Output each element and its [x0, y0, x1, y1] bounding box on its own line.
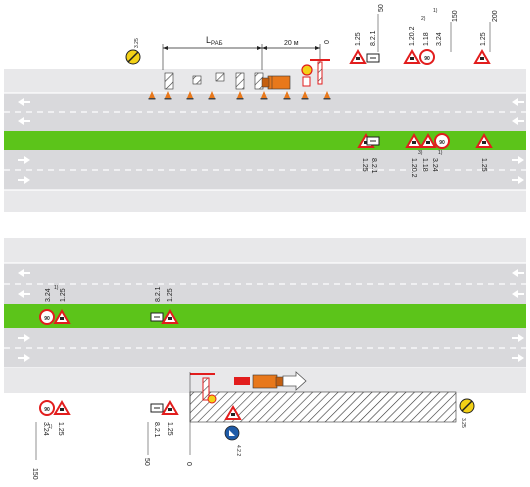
warning-board-icon	[302, 76, 311, 87]
top-lane-arrows	[18, 98, 524, 184]
arrow-left-icon	[512, 98, 524, 106]
footnote-label: 3)	[418, 150, 423, 156]
sign-label: 3.24	[431, 158, 438, 172]
arrow-left-icon	[18, 290, 30, 298]
sign-label: 1.20.2	[409, 26, 416, 46]
arrow-left-icon	[512, 269, 524, 277]
bottom-signs-median: 90 3.24 1.25 8.2.1 1.25 1)	[39, 285, 178, 325]
footnote-label: 1)	[433, 8, 438, 14]
end-barrier-icon	[202, 377, 210, 401]
sign-label: 1.18	[421, 158, 428, 172]
sign-label: 1.25	[480, 32, 487, 46]
arrow-left-icon	[18, 269, 30, 277]
dimension-20m-label: 20 м	[284, 40, 299, 47]
sign-3-25-top: 3.25	[125, 38, 141, 65]
warning-sign-icon	[54, 401, 70, 415]
arrow-right-icon	[18, 156, 30, 164]
distance-plate-icon	[150, 403, 164, 413]
bottom-median	[4, 304, 526, 328]
truck-icon	[261, 75, 291, 90]
top-signs-above: 1.25 8.2.1 50 90 1.20.2 2) 1.18 3.24 1) …	[350, 4, 499, 65]
arrow-right-icon	[18, 176, 30, 184]
footnote-label: 1)	[54, 285, 59, 291]
distance-plate-icon	[366, 136, 380, 146]
sign-label: 8.2.1	[370, 158, 377, 174]
bottom-lane-arrows	[18, 269, 524, 362]
bottom-work-zone: 4.2.2 3.25	[189, 371, 475, 456]
sign-3-25-label: 3.25	[460, 418, 466, 428]
arrow-left-icon	[512, 290, 524, 298]
arrow-right-icon	[512, 354, 524, 362]
distance-label: 50	[143, 458, 150, 466]
warning-sign-icon	[404, 50, 420, 64]
dimension-l-label: LРАБ	[206, 35, 223, 47]
bottom-road	[4, 238, 526, 393]
sign-label: 3.24	[436, 32, 443, 46]
truck-icon	[252, 374, 284, 389]
speed-value: 90	[44, 316, 50, 322]
zero-label: 0	[185, 462, 192, 466]
arrow-right-icon	[512, 334, 524, 342]
sign-label: 3.24	[42, 422, 49, 436]
sign-label: 1.18	[423, 32, 430, 46]
warning-vehicle-icon	[234, 377, 250, 385]
end-barrier-icon	[317, 61, 323, 85]
arrow-right-icon	[18, 334, 30, 342]
arrow-left-icon	[512, 117, 524, 125]
arrow-right-icon	[512, 156, 524, 164]
distance-label: 50	[378, 4, 385, 12]
sign-3-25-label: 3.25	[134, 38, 140, 48]
sign-label: 8.2.1	[155, 286, 162, 302]
top-shoulder-lower	[4, 190, 526, 212]
sign-label: 3.24	[45, 288, 52, 302]
bottom-signs-below: 90 3.24 1.25 1) 150 8.2.1 1.25 50 0	[31, 372, 192, 480]
footnote-label: 1)	[48, 424, 53, 430]
barrier-icon	[235, 72, 245, 90]
sign-label: 8.2.1	[370, 30, 377, 46]
distance-label: 200	[492, 10, 499, 22]
barrier-icon	[215, 72, 225, 82]
speed-value: 90	[439, 140, 445, 146]
sign-label: 1.25	[167, 288, 174, 302]
distance-plate-icon	[366, 53, 380, 63]
arrow-right-icon	[512, 176, 524, 184]
arrow-right-icon	[18, 354, 30, 362]
top-road	[4, 69, 526, 212]
top-work-zone	[148, 59, 331, 100]
direction-arrow-icon	[282, 371, 307, 391]
warning-sign-icon	[162, 401, 178, 415]
speed-sign-icon	[301, 64, 313, 76]
top-median	[4, 131, 526, 150]
footnote-label: 1)	[438, 150, 443, 156]
speed-sign-icon	[207, 394, 217, 404]
arrow-left-icon	[18, 98, 30, 106]
distance-label: 150	[31, 468, 38, 480]
sign-label: 1.20.2	[410, 158, 417, 178]
warning-sign-icon	[350, 50, 366, 64]
barrier-icon	[192, 75, 202, 85]
sign-label: 1.25	[57, 422, 64, 436]
sign-label: 1.25	[361, 158, 368, 172]
sign-label: 1.25	[166, 422, 173, 436]
sign-label: 1.25	[355, 32, 362, 46]
footnote-label: 2)	[421, 16, 426, 22]
top-dimension: LРАБ 20 м 0	[162, 35, 331, 70]
speed-value: 90	[44, 407, 50, 413]
zero-label: 0	[324, 40, 331, 44]
sign-label: 1.25	[60, 288, 67, 302]
distance-plate-icon	[150, 312, 164, 322]
bottom-shoulder-upper	[4, 238, 526, 263]
warning-sign-icon	[474, 50, 490, 64]
speed-value: 90	[424, 56, 430, 62]
barrier-icon	[164, 72, 174, 90]
sign-label: 1.25	[480, 158, 487, 172]
sign-label: 4.2.2	[235, 445, 241, 456]
distance-label: 150	[452, 10, 459, 22]
sign-label: 8.2.1	[153, 422, 160, 438]
top-signs-median: 90 1.25 8.2.1 1.20.2 1.18 3.24 1.25 3) 1…	[358, 133, 492, 178]
arrow-left-icon	[18, 117, 30, 125]
